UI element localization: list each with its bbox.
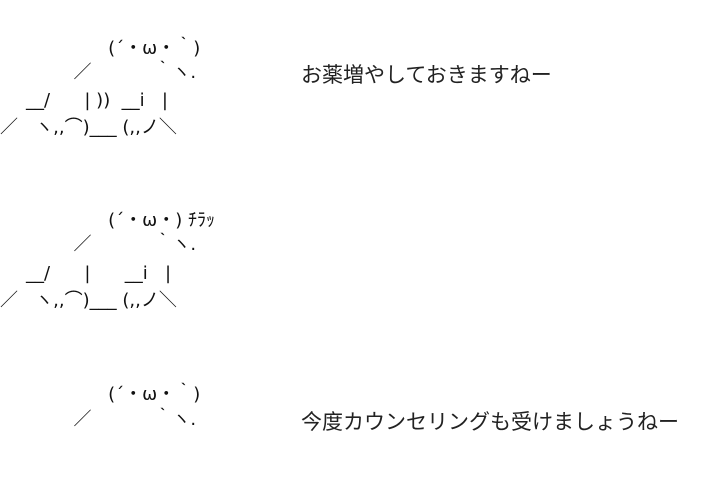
ascii-art-line: ／ ｀ヽ.	[62, 409, 197, 430]
ascii-art-line: ／ ヽ,,⌒)___ (,,ノ＼	[0, 290, 177, 311]
ascii-art-line: ／ ヽ,,⌒)___ (,,ノ＼	[0, 117, 177, 138]
ascii-art-line: __/ | __i |	[26, 263, 172, 284]
ascii-art-line: ／ ｀ヽ.	[62, 234, 197, 255]
ascii-art-line: __/ | )) __i |	[26, 90, 168, 111]
ascii-art-line: (´・ω・) ﾁﾗｯ	[91, 210, 216, 231]
ascii-art-line: (´・ω・｀)	[91, 384, 201, 405]
speech-text: お薬増やしておきますねー	[301, 63, 552, 87]
speech-text: 今度カウンセリングも受けましょうねー	[301, 410, 679, 434]
ascii-art-line: ／ ｀ヽ.	[62, 62, 197, 83]
ascii-art-line: (´・ω・｀)	[91, 38, 201, 59]
